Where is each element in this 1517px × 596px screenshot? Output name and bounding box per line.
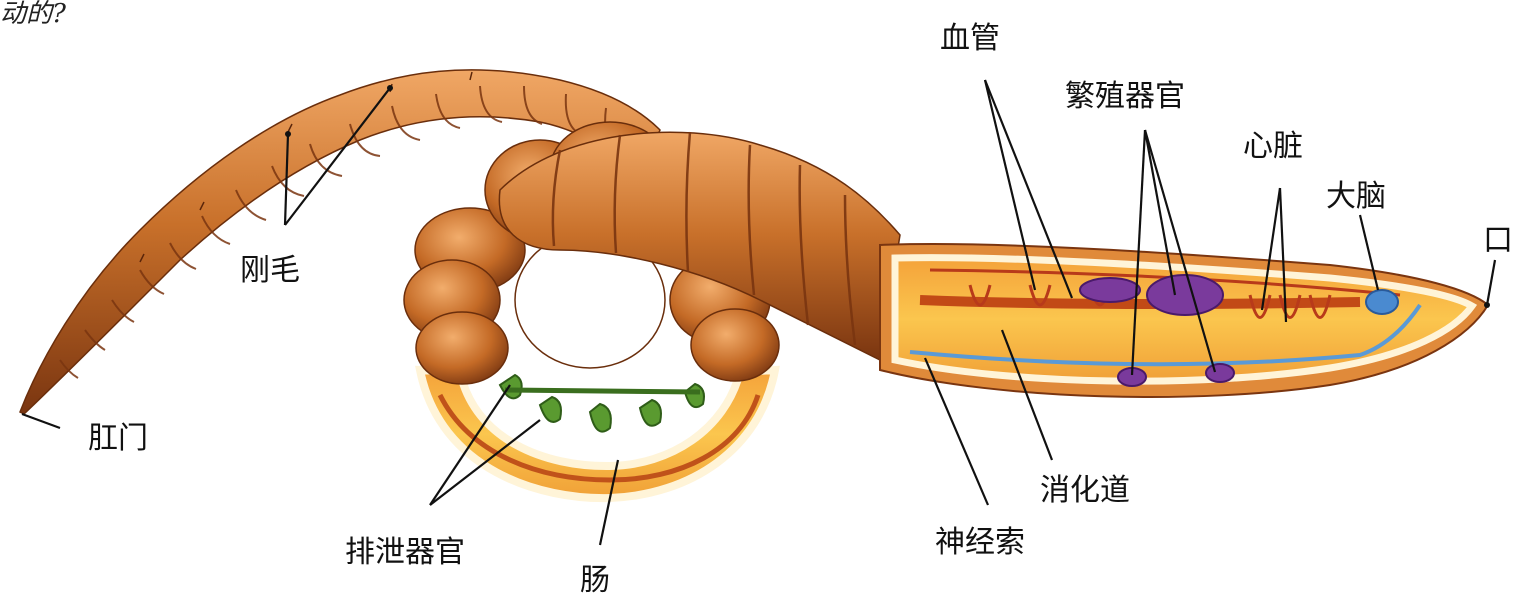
label-blood-vessel: 血管 — [940, 21, 1000, 56]
label-digestive-tract: 消化道 — [1040, 473, 1130, 508]
label-mouth: 口 — [1483, 223, 1513, 258]
label-brain: 大脑 — [1326, 179, 1386, 214]
label-excretory-organ: 排泄器官 — [345, 535, 465, 570]
excretory-organs — [500, 375, 704, 432]
label-intestine: 肠 — [580, 563, 610, 596]
label-nerve-cord: 神经索 — [935, 525, 1025, 560]
label-reproductive-organ: 繁殖器官 — [1065, 79, 1185, 114]
brain-shape — [1366, 290, 1398, 314]
label-anus: 肛门 — [88, 421, 148, 456]
corner-caption-fragment: 动的? — [0, 0, 67, 29]
label-heart: 心脏 — [1243, 129, 1303, 164]
label-bristles: 刚毛 — [240, 253, 300, 288]
